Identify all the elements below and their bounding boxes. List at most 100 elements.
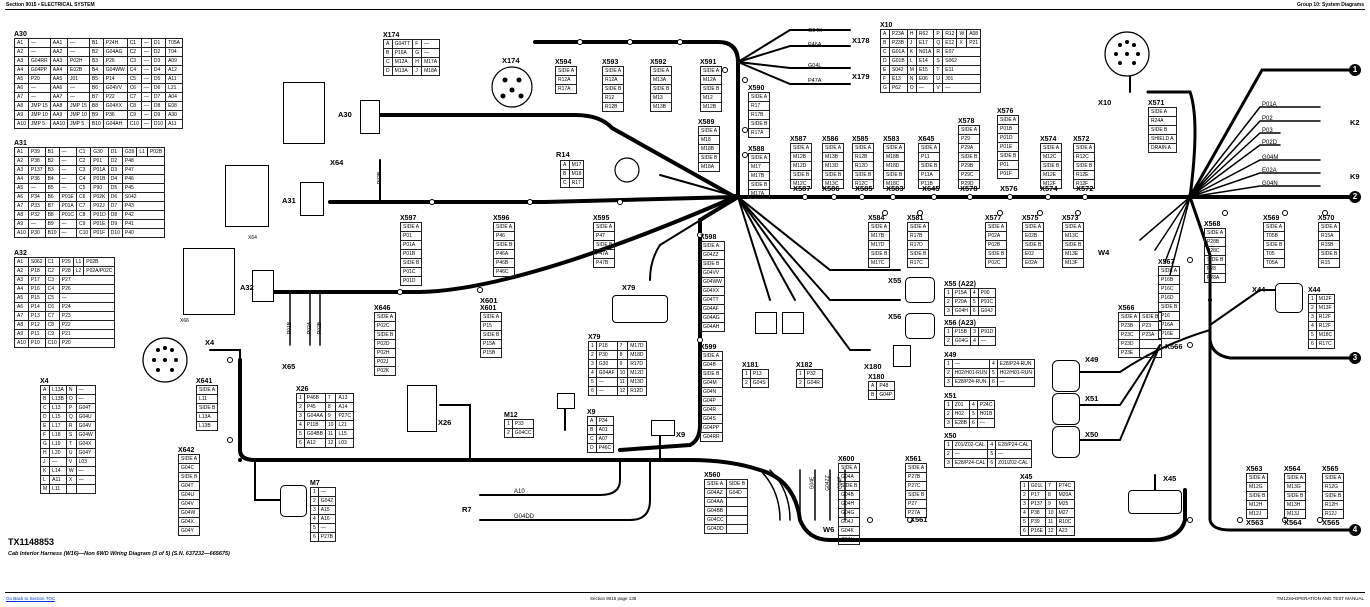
table-cell: 4 bbox=[588, 368, 597, 378]
table-row: P28 bbox=[1203, 264, 1227, 274]
table-cell: M13C bbox=[821, 179, 845, 189]
table-cell: E02 bbox=[1021, 249, 1045, 259]
table-cell: SIDE B bbox=[1021, 240, 1045, 250]
table-cell: R15B bbox=[1317, 240, 1341, 250]
table-row: SIDE A bbox=[851, 143, 875, 153]
table-cell bbox=[725, 515, 749, 525]
table-cell: G04Y bbox=[177, 526, 201, 536]
table-cell: G04G bbox=[837, 508, 861, 518]
table-cell: G04Z bbox=[317, 496, 337, 506]
table-cell: R12E bbox=[1072, 170, 1096, 180]
table-row: SIDE B bbox=[601, 84, 625, 94]
table-row: SIDE A bbox=[984, 222, 1008, 232]
table-cell: M13B bbox=[821, 152, 845, 162]
table-cell: 5 bbox=[296, 429, 305, 439]
table-cell: M12H bbox=[1245, 500, 1269, 510]
table-cell: G04C bbox=[177, 463, 201, 473]
table-cell: P62 bbox=[888, 83, 908, 93]
footer-toc-link[interactable]: Go Back to Section TOC bbox=[6, 596, 56, 601]
table-cell: — bbox=[27, 183, 46, 193]
table-cell: P39 bbox=[27, 147, 46, 157]
table-title: X564 bbox=[1284, 466, 1301, 473]
page-marker-1[interactable]: 1 bbox=[1349, 64, 1361, 76]
page-marker-2[interactable]: 2 bbox=[1349, 191, 1361, 203]
table-cell: 5 bbox=[588, 377, 597, 387]
table-cell: B2 bbox=[44, 156, 60, 166]
table-title: X574 bbox=[1040, 136, 1057, 143]
table-cell: B8 bbox=[44, 210, 60, 220]
table-cell: B bbox=[880, 38, 890, 48]
table-cell: C2 bbox=[44, 266, 60, 276]
table-cell: R17B bbox=[747, 110, 771, 120]
wire-label-g04k: G04K bbox=[808, 28, 823, 34]
table-cell: R17D bbox=[906, 240, 930, 250]
table-cell: P02C bbox=[373, 321, 397, 331]
table-cell: L13B bbox=[195, 421, 219, 431]
table-title: X9 bbox=[587, 409, 596, 416]
label-r7: R7 bbox=[462, 505, 472, 514]
table-cell: P45 bbox=[303, 402, 326, 412]
table-cell: G04AF bbox=[700, 304, 725, 314]
table-cell: 1 bbox=[944, 359, 953, 369]
table-cell: — bbox=[915, 83, 935, 93]
connector-x182-body bbox=[782, 312, 804, 334]
page-marker-3[interactable]: 3 bbox=[1349, 352, 1361, 364]
table-cell: 1 bbox=[742, 369, 751, 379]
wire-label-g04zz: G04ZZ bbox=[824, 475, 831, 491]
table-title: X570 bbox=[1318, 215, 1335, 222]
table-row: SIDE B bbox=[492, 240, 516, 250]
table-cell: X bbox=[956, 38, 968, 48]
table-title: X180 bbox=[868, 374, 885, 381]
table-cell: G04J bbox=[977, 306, 997, 316]
table-cell: G04B bbox=[837, 490, 861, 500]
branch-x55 bbox=[737, 196, 901, 271]
table-cell: M18 bbox=[697, 135, 721, 145]
table-cell: G04K bbox=[837, 526, 861, 536]
table-cell: — bbox=[140, 65, 152, 75]
table-cell: G04WW bbox=[102, 65, 128, 75]
table-cell: SIDE A bbox=[904, 463, 928, 473]
table-cell: G04U bbox=[177, 490, 201, 500]
table-cell: 4 bbox=[296, 420, 305, 430]
wire-label-p46a: P46A bbox=[808, 42, 822, 48]
table-row: M12D bbox=[789, 161, 813, 171]
table-cell: P32 bbox=[803, 369, 823, 379]
table-cell: M13A bbox=[649, 75, 673, 85]
table-row: P28C bbox=[1203, 246, 1227, 256]
table-cell: P46B bbox=[303, 393, 326, 403]
wire-label-g04m: G04M bbox=[1262, 155, 1279, 161]
table-cell: G04AA bbox=[303, 411, 326, 421]
table-cell: B6 bbox=[44, 192, 60, 202]
table-cell: G04W bbox=[177, 508, 201, 518]
table-cell: P01B bbox=[90, 174, 109, 184]
table-cell: P45 bbox=[121, 183, 166, 193]
page-marker-4[interactable]: 4 bbox=[1349, 524, 1361, 536]
table-title: X563 bbox=[1246, 466, 1263, 473]
table-cell: SIDE A bbox=[996, 115, 1020, 125]
table-cell: — bbox=[140, 83, 152, 93]
table-cell: D1 bbox=[150, 38, 167, 48]
table-cell: E28B bbox=[951, 418, 971, 428]
table-cell: P11 bbox=[917, 152, 941, 162]
table-title: X561 bbox=[905, 456, 922, 463]
table-cell: C9 bbox=[76, 219, 92, 229]
